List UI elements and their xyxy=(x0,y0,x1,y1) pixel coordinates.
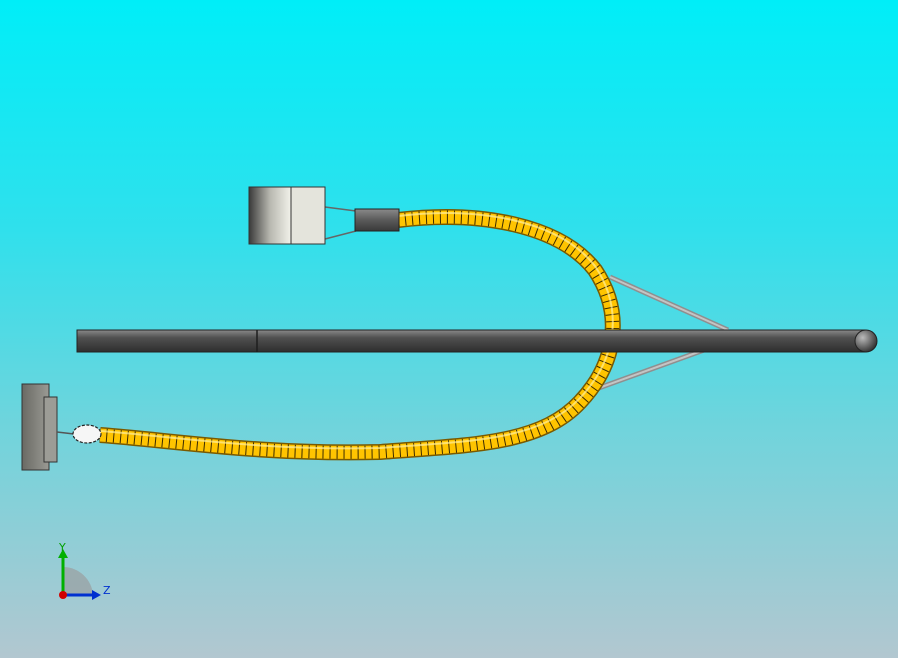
upper-connector-block[interactable] xyxy=(248,186,292,245)
triad-z-label: Z xyxy=(103,584,111,597)
lower-connector-assembly[interactable] xyxy=(21,383,102,471)
triad-y-label: Y xyxy=(58,541,66,554)
upper-connector-assembly[interactable] xyxy=(248,186,400,245)
rod-tip xyxy=(854,329,878,353)
upper-ferrule[interactable] xyxy=(354,208,400,232)
triad-plane xyxy=(63,566,93,595)
corrugated-cable[interactable] xyxy=(99,209,621,461)
x-axis-dot xyxy=(59,591,67,599)
loop-fitting[interactable] xyxy=(72,424,102,444)
main-rod[interactable] xyxy=(76,329,878,353)
support-struts[interactable] xyxy=(595,274,730,392)
coordinate-triad: Y Z xyxy=(58,541,111,600)
